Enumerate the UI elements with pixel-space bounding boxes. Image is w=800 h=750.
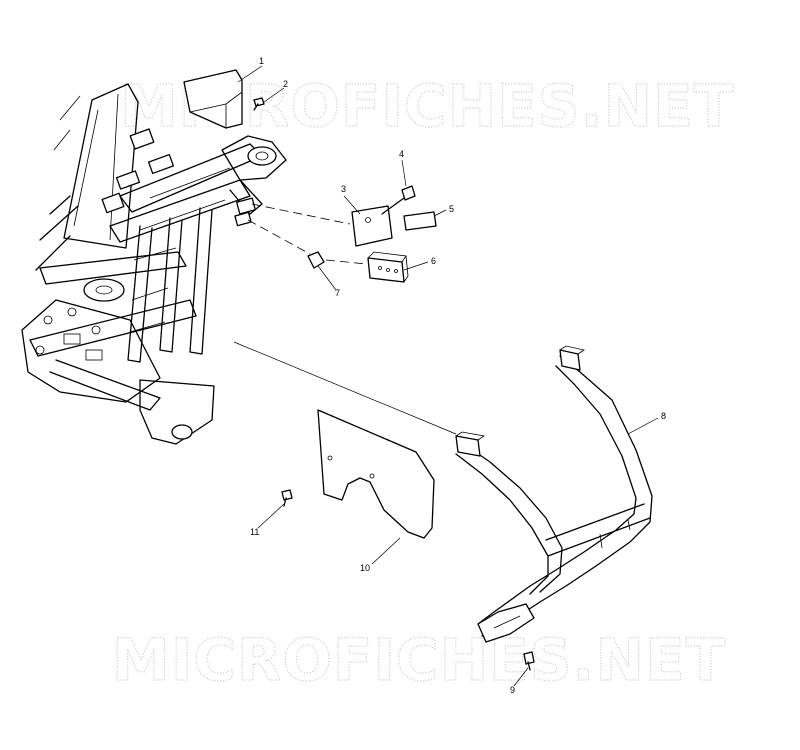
callout-4: 4 [399,149,404,159]
vehicle-frame [21,83,287,445]
callout-5: 5 [449,204,454,214]
callout-3: 3 [341,184,346,194]
part-3-plate [351,205,393,247]
callout-1: 1 [259,56,264,66]
callout-10: 10 [360,563,370,573]
callout-11: 11 [250,527,259,537]
part-11-screw [281,489,293,507]
part-6-block [367,251,409,283]
callout-2: 2 [283,79,288,89]
part-2-screw [253,97,265,111]
part-4-bolt [381,185,416,215]
part-7-clip [307,251,325,269]
part-5-pad [403,211,437,231]
callout-8: 8 [661,411,666,421]
part-8-bumper [455,345,653,643]
watermark-bottom: MICROFICHES.NET [112,626,726,694]
part-9-bolt [523,651,535,671]
callout-6: 6 [431,256,436,266]
callout-7: 7 [335,288,340,298]
part-1-cover [183,69,243,129]
callout-9: 9 [510,685,515,695]
part-10-panel [317,409,435,539]
leader-lines [237,65,659,687]
assembly-lines [233,203,457,435]
